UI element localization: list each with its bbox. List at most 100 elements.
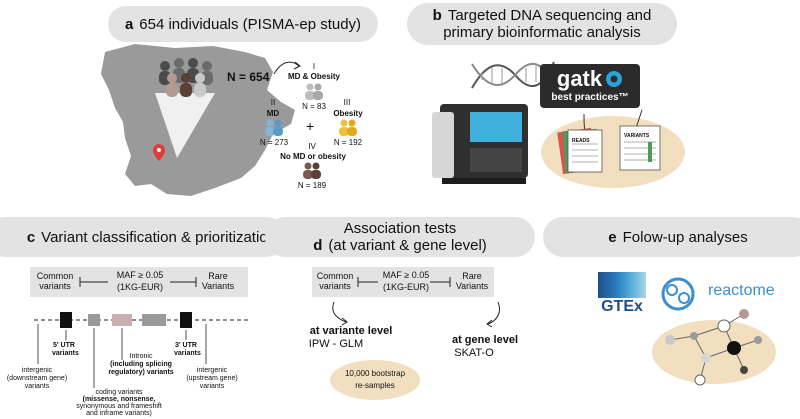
panel-c-maf-box xyxy=(30,267,248,297)
panel-b-letter: b xyxy=(432,7,442,24)
group-iii-name: Obesity xyxy=(333,109,363,118)
panel-d-letter: d xyxy=(313,237,323,254)
gtex-logo: GTEx xyxy=(598,272,646,318)
plus-sign: + xyxy=(306,118,315,134)
network-node xyxy=(665,335,675,345)
network-node xyxy=(701,353,711,363)
light-cone xyxy=(155,93,215,158)
network-node xyxy=(754,336,762,344)
bootstrap-line2: re-samples xyxy=(355,381,395,390)
variants-document-icon xyxy=(619,125,661,171)
gatk-wordmark: gatk xyxy=(556,66,603,91)
panel-d-maf-arrows xyxy=(357,277,451,287)
group-iii-roman: III xyxy=(343,98,351,107)
panel-e-title: e Folow-up analyses xyxy=(543,217,800,257)
utr3-label: 3' UTR variants xyxy=(174,342,201,357)
gatk-subtitle: best practices™ xyxy=(551,92,629,103)
exon-1 xyxy=(88,314,100,326)
network-node xyxy=(740,366,748,374)
group-iii-people-icon xyxy=(339,119,357,136)
variant-level-label: at variante level xyxy=(296,325,406,337)
intergenic-down-1: intergenic xyxy=(21,367,53,374)
panel-d-maf-label: MAF ≥ 0.05 xyxy=(382,270,430,280)
coding-label-1: coding variants xyxy=(95,389,143,396)
group-ii-people-icon xyxy=(265,119,283,136)
utr3-block xyxy=(180,312,192,328)
intronic-label-1: Intronic xyxy=(129,353,153,360)
gtex-wordmark: GTEx xyxy=(601,298,643,315)
intergenic-up-1: intergenic xyxy=(196,367,228,374)
panel-b-title-line1: Targeted DNA sequencing and xyxy=(447,7,652,24)
panel-c-maf-arrows xyxy=(79,277,197,287)
panel-d-common-label: Common variants xyxy=(316,271,354,291)
panel-d-title: Association tests d (at variant & gene le… xyxy=(265,217,535,257)
gene-structure-diagram xyxy=(34,312,250,388)
reads-label: READS xyxy=(572,138,590,144)
panel-e-letter: e xyxy=(608,228,617,246)
location-pin-icon xyxy=(153,144,165,161)
group-iv-n: N = 189 xyxy=(297,181,327,190)
intergenic-down-3: variants xyxy=(24,383,50,390)
spain-map xyxy=(101,44,295,196)
network-node xyxy=(739,309,749,319)
panel-c-source-label: (1KG-EUR) xyxy=(116,282,163,292)
panel-a-title-text: 654 individuals (PISMA-ep study) xyxy=(139,15,362,33)
total-n-label: N = 654 xyxy=(227,70,270,84)
network-node xyxy=(717,319,731,333)
network-node xyxy=(690,332,698,340)
variant-level-line1: at variante level xyxy=(309,325,393,337)
group-arrow xyxy=(273,61,301,75)
utr5-label: 5' UTR variants xyxy=(52,342,79,357)
intergenic-down-2: (downstream gene) xyxy=(6,375,68,382)
group-ii-n: N = 273 xyxy=(259,138,289,147)
group-iv-people-icon xyxy=(303,162,321,179)
reads-document-icon xyxy=(557,127,603,175)
gene-level-label: at gene level xyxy=(440,334,530,346)
panel-d-title-line1: Association tests xyxy=(343,220,457,237)
coding-label-2: (missense, nonsense, xyxy=(82,396,156,403)
intronic-label-3: regulatory) variants xyxy=(108,369,174,376)
panel-d-rare-label: Rare Variants xyxy=(455,271,489,291)
panel-d-maf-box xyxy=(312,267,494,297)
variant-level-method: IPW - GLM xyxy=(308,338,364,350)
panel-b-title: b Targeted DNA sequencing and primary bio… xyxy=(407,3,677,45)
exon-2 xyxy=(142,314,166,326)
panel-d-title-line2: (at variant & gene level) xyxy=(328,237,487,254)
panel-d-source-label: (1KG-EUR) xyxy=(382,282,429,292)
variants-label: VARIANTS xyxy=(624,133,650,139)
panel-c-maf-label: MAF ≥ 0.05 xyxy=(116,270,164,280)
reactome-icon xyxy=(661,277,695,311)
group-i-people-icon xyxy=(305,83,323,100)
group-iv-roman: IV xyxy=(308,142,316,151)
panel-c-title: c Variant classification & prioritizatio… xyxy=(0,217,286,257)
panel-e-title-text: Folow-up analyses xyxy=(622,228,748,246)
coding-label-4: and inframe variants) xyxy=(86,410,152,417)
group-ii-name: MD xyxy=(266,109,280,118)
intergenic-up-3: variants xyxy=(199,383,225,390)
coding-label-3: synonymous and frameshift xyxy=(76,403,162,410)
wrench-icon xyxy=(606,71,623,87)
group-i-n: N = 83 xyxy=(302,102,326,111)
panel-b-title-line2: primary bioinformatic analysis xyxy=(443,24,641,41)
panel-a-letter: a xyxy=(124,15,134,33)
network-graph xyxy=(652,309,776,386)
group-iii-n: N = 192 xyxy=(333,138,363,147)
utr5-block xyxy=(60,312,72,328)
gene-level-line1: at gene level xyxy=(451,334,519,346)
panel-c-rare-label: Rare Variants xyxy=(201,271,235,291)
gatk-logo: gatk best practices™ xyxy=(540,64,640,108)
gene-level-method: SKAT-O xyxy=(454,347,494,359)
panel-c-common-label: Common variants xyxy=(36,271,74,291)
intronic-label-2: (including splicing xyxy=(110,361,172,368)
group-i-name: MD & Obesity xyxy=(287,72,340,81)
bootstrap-blob xyxy=(330,360,420,400)
population-crowd-icon xyxy=(159,58,213,97)
group-i-roman: I xyxy=(312,62,316,71)
reactome-wordmark: reactome xyxy=(708,282,775,299)
group-iv-name: No MD or obesity xyxy=(280,152,346,161)
sequencer-machine-icon xyxy=(432,104,528,184)
panel-d-flow-arrows xyxy=(332,301,501,328)
group-ii-roman: II xyxy=(270,98,276,107)
bootstrap-line1: 10,000 bootstrap xyxy=(344,369,406,378)
panel-c-letter: c xyxy=(26,228,36,246)
